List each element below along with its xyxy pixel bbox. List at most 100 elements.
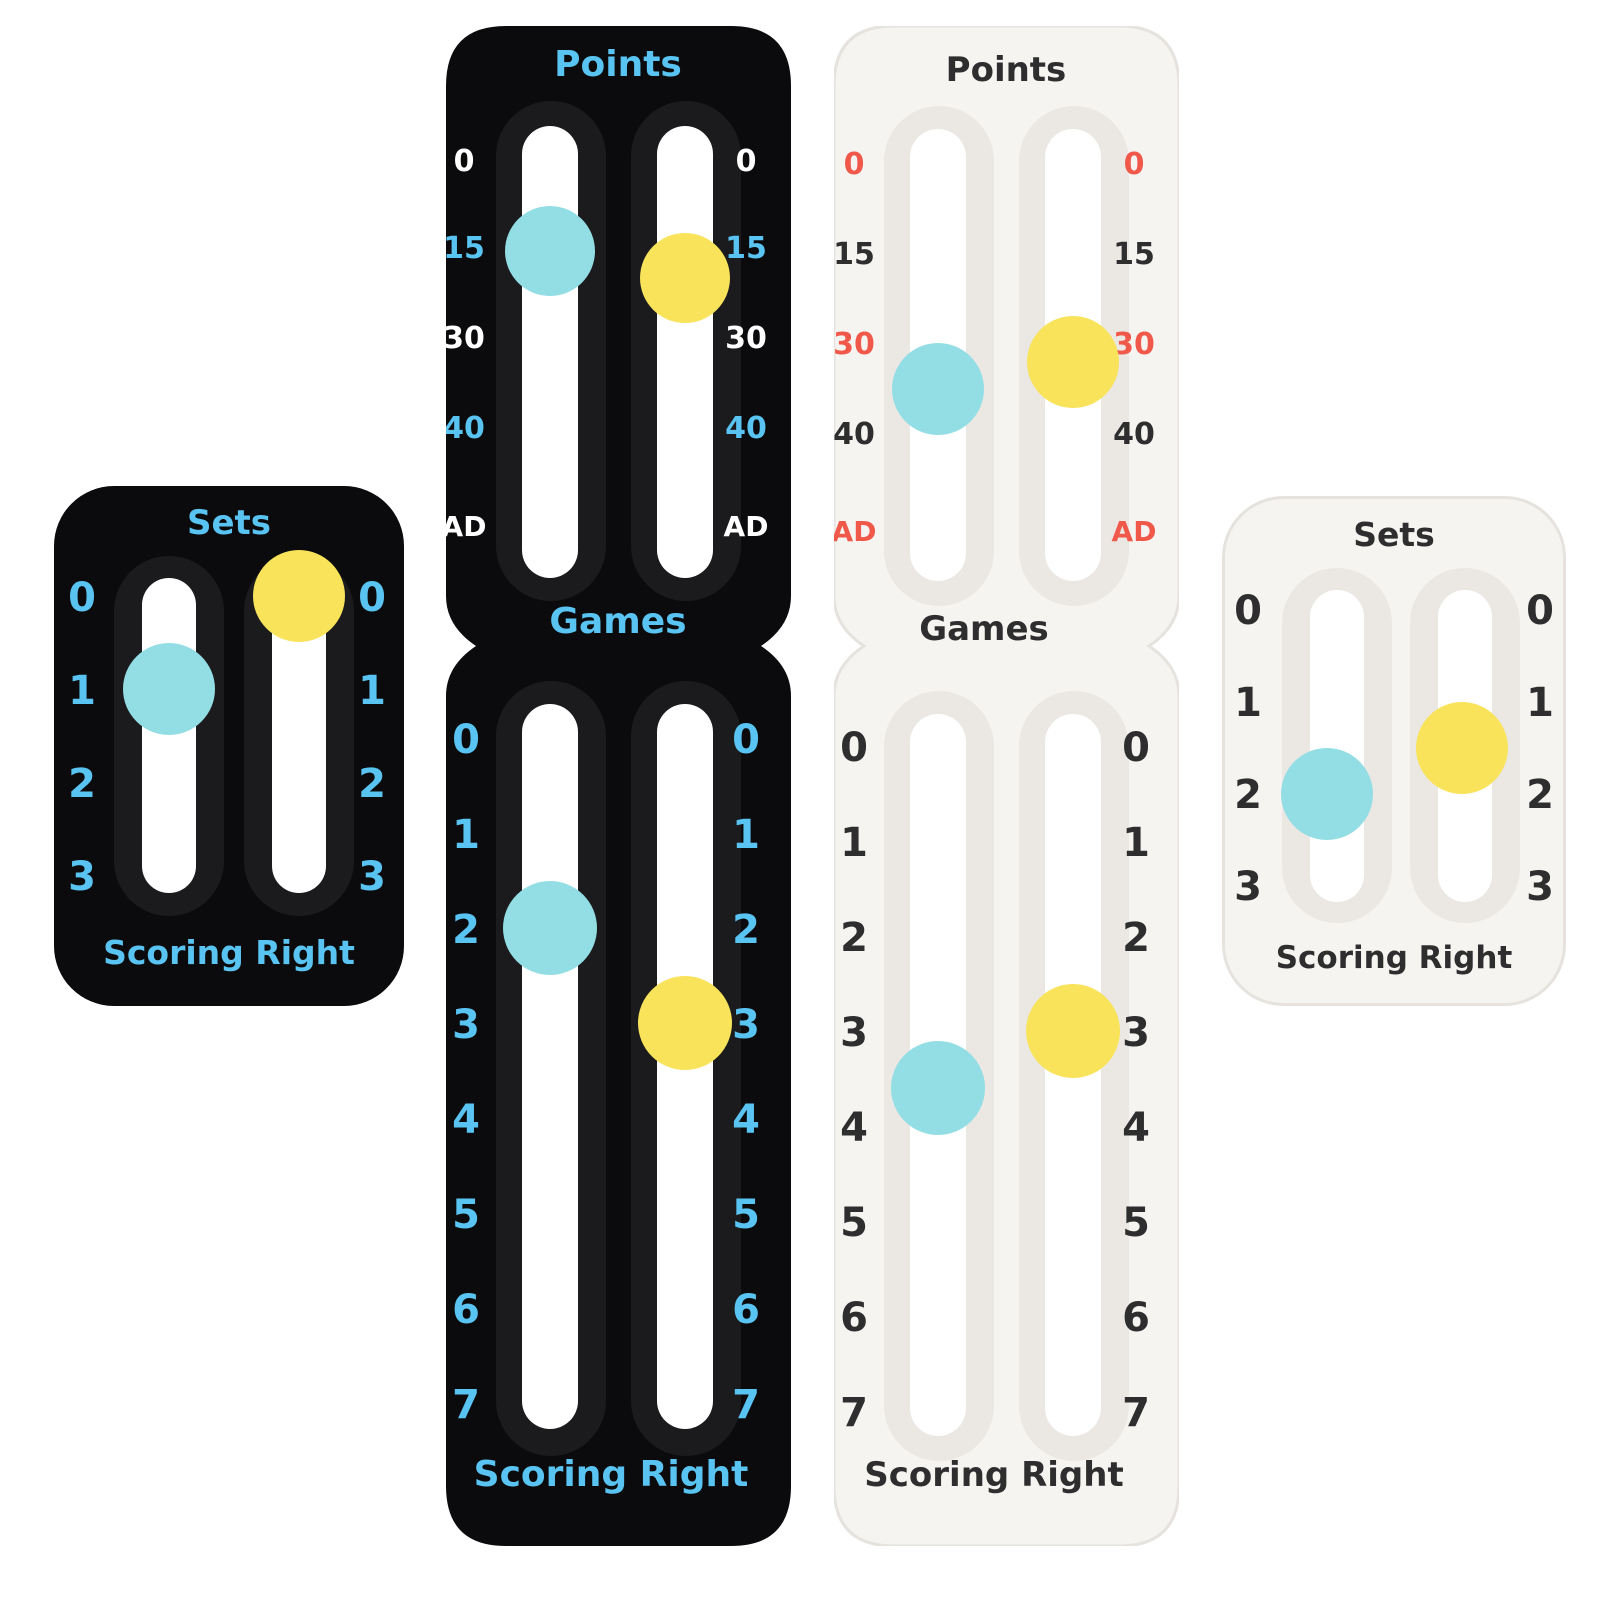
scale-label: AD	[724, 510, 769, 543]
scale-label: 1	[1234, 680, 1262, 726]
scale-label: 0	[1124, 147, 1145, 182]
points-games-counter-white: Points 0 15 30 40 AD 0 15 30 40 AD Games…	[834, 26, 1179, 1546]
points-title: Points	[554, 44, 682, 85]
scale-label: AD	[446, 510, 486, 543]
scale-label: 6	[1122, 1295, 1150, 1341]
points-games-counter-white-graphic: Points 0 15 30 40 AD 0 15 30 40 AD Games…	[834, 26, 1179, 1546]
scale-label: 1	[358, 668, 386, 714]
scale-label: 1	[732, 812, 760, 858]
scale-label: 3	[452, 1002, 480, 1048]
sets-slot-left	[1310, 590, 1364, 902]
scale-label: 7	[1122, 1390, 1150, 1436]
scale-label: 40	[1113, 417, 1155, 452]
sets-counter-white: Sets 0 1 2 3 0 1 2 3 Scoring Right	[1222, 496, 1566, 1006]
scale-label: 2	[1122, 915, 1150, 961]
scale-label: 3	[358, 854, 386, 900]
scale-label: 6	[840, 1295, 868, 1341]
sets-counter-white-graphic: Sets 0 1 2 3 0 1 2 3 Scoring Right	[1222, 496, 1566, 1006]
points-left-scale: 0 15 30 40 AD	[834, 147, 876, 548]
points-slot-left	[522, 126, 578, 578]
yellow-score-bead[interactable]	[1416, 702, 1508, 794]
yellow-score-bead[interactable]	[253, 550, 345, 642]
blue-score-bead[interactable]	[123, 643, 215, 735]
scale-label: 5	[732, 1192, 760, 1238]
scale-label: 4	[452, 1097, 480, 1143]
games-right-scale: 0 1 2 3 4 5 6 7	[1122, 725, 1150, 1436]
games-title: Games	[549, 601, 686, 642]
blue-points-bead[interactable]	[505, 206, 595, 296]
yellow-points-bead[interactable]	[640, 233, 730, 323]
scale-label: 30	[834, 327, 875, 362]
sets-title: Sets	[187, 503, 271, 543]
scale-label: 6	[452, 1287, 480, 1333]
games-slot-left	[522, 704, 578, 1429]
scale-label: 1	[68, 668, 96, 714]
points-games-counter-black: Points 0 15 30 40 AD 0 15 30 40 AD Games…	[446, 26, 791, 1546]
sets-right-scale: 0 1 2 3	[358, 575, 386, 900]
scale-label: 3	[68, 854, 96, 900]
scale-label: 40	[834, 417, 875, 452]
scale-label: 4	[1122, 1105, 1150, 1151]
sets-left-scale: 0 1 2 3	[68, 575, 96, 900]
scale-label: 15	[1113, 237, 1155, 272]
scale-label: 2	[358, 761, 386, 807]
scale-label: 3	[1122, 1010, 1150, 1056]
points-games-counter-black-graphic: Points 0 15 30 40 AD 0 15 30 40 AD Games…	[446, 26, 791, 1546]
sets-counter-black-graphic: Sets 0 1 2 3 0 1 2 3 Scoring Right	[54, 486, 404, 1006]
scale-label: 0	[454, 144, 475, 179]
points-right-scale: 0 15 30 40 AD	[1112, 147, 1157, 548]
scale-label: 2	[68, 761, 96, 807]
scale-label: 5	[452, 1192, 480, 1238]
scale-label: 1	[452, 812, 480, 858]
scale-label: 5	[1122, 1200, 1150, 1246]
blue-games-bead[interactable]	[891, 1041, 985, 1135]
scale-label: 40	[446, 411, 485, 446]
games-left-scale: 0 1 2 3 4 5 6 7	[840, 725, 868, 1436]
brand-footer: Scoring Right	[1276, 940, 1513, 976]
scale-label: 1	[1122, 820, 1150, 866]
scale-label: 2	[1234, 772, 1262, 818]
scale-label: AD	[834, 515, 876, 548]
sets-left-scale: 0 1 2 3	[1234, 588, 1262, 910]
scale-label: 1	[840, 820, 868, 866]
scale-label: AD	[1112, 515, 1157, 548]
blue-games-bead[interactable]	[503, 881, 597, 975]
scale-label: 0	[358, 575, 386, 621]
scale-label: 40	[725, 411, 767, 446]
scale-label: 7	[452, 1382, 480, 1428]
points-title: Points	[946, 50, 1067, 90]
scale-label: 15	[446, 231, 485, 266]
scale-label: 0	[452, 717, 480, 763]
games-right-scale: 0 1 2 3 4 5 6 7	[732, 717, 760, 1428]
scale-label: 3	[840, 1010, 868, 1056]
scale-label: 0	[1526, 588, 1554, 634]
scale-label: 4	[840, 1105, 868, 1151]
games-title: Games	[919, 609, 1049, 649]
scale-label: 30	[446, 321, 485, 356]
points-slot-right	[657, 126, 713, 578]
scale-label: 0	[732, 717, 760, 763]
scale-label: 0	[1234, 588, 1262, 634]
scale-label: 7	[732, 1382, 760, 1428]
scale-label: 6	[732, 1287, 760, 1333]
sets-title: Sets	[1353, 515, 1435, 554]
sets-slot-right	[272, 578, 326, 893]
yellow-games-bead[interactable]	[1026, 984, 1120, 1078]
scale-label: 2	[732, 907, 760, 953]
blue-score-bead[interactable]	[1281, 748, 1373, 840]
blue-points-bead[interactable]	[892, 343, 984, 435]
scale-label: 2	[840, 915, 868, 961]
yellow-games-bead[interactable]	[638, 976, 732, 1070]
yellow-points-bead[interactable]	[1027, 316, 1119, 408]
points-right-scale: 0 15 30 40 AD	[724, 144, 769, 543]
brand-footer: Scoring Right	[864, 1455, 1123, 1495]
scale-label: 3	[1526, 864, 1554, 910]
brand-footer: Scoring Right	[103, 933, 355, 972]
scale-label: 3	[1234, 864, 1262, 910]
scale-label: 2	[1526, 772, 1554, 818]
scale-label: 30	[725, 321, 767, 356]
sets-counter-black: Sets 0 1 2 3 0 1 2 3 Scoring Right	[54, 486, 404, 1006]
scale-label: 1	[1526, 680, 1554, 726]
scale-label: 0	[840, 725, 868, 771]
brand-footer: Scoring Right	[474, 1454, 749, 1495]
